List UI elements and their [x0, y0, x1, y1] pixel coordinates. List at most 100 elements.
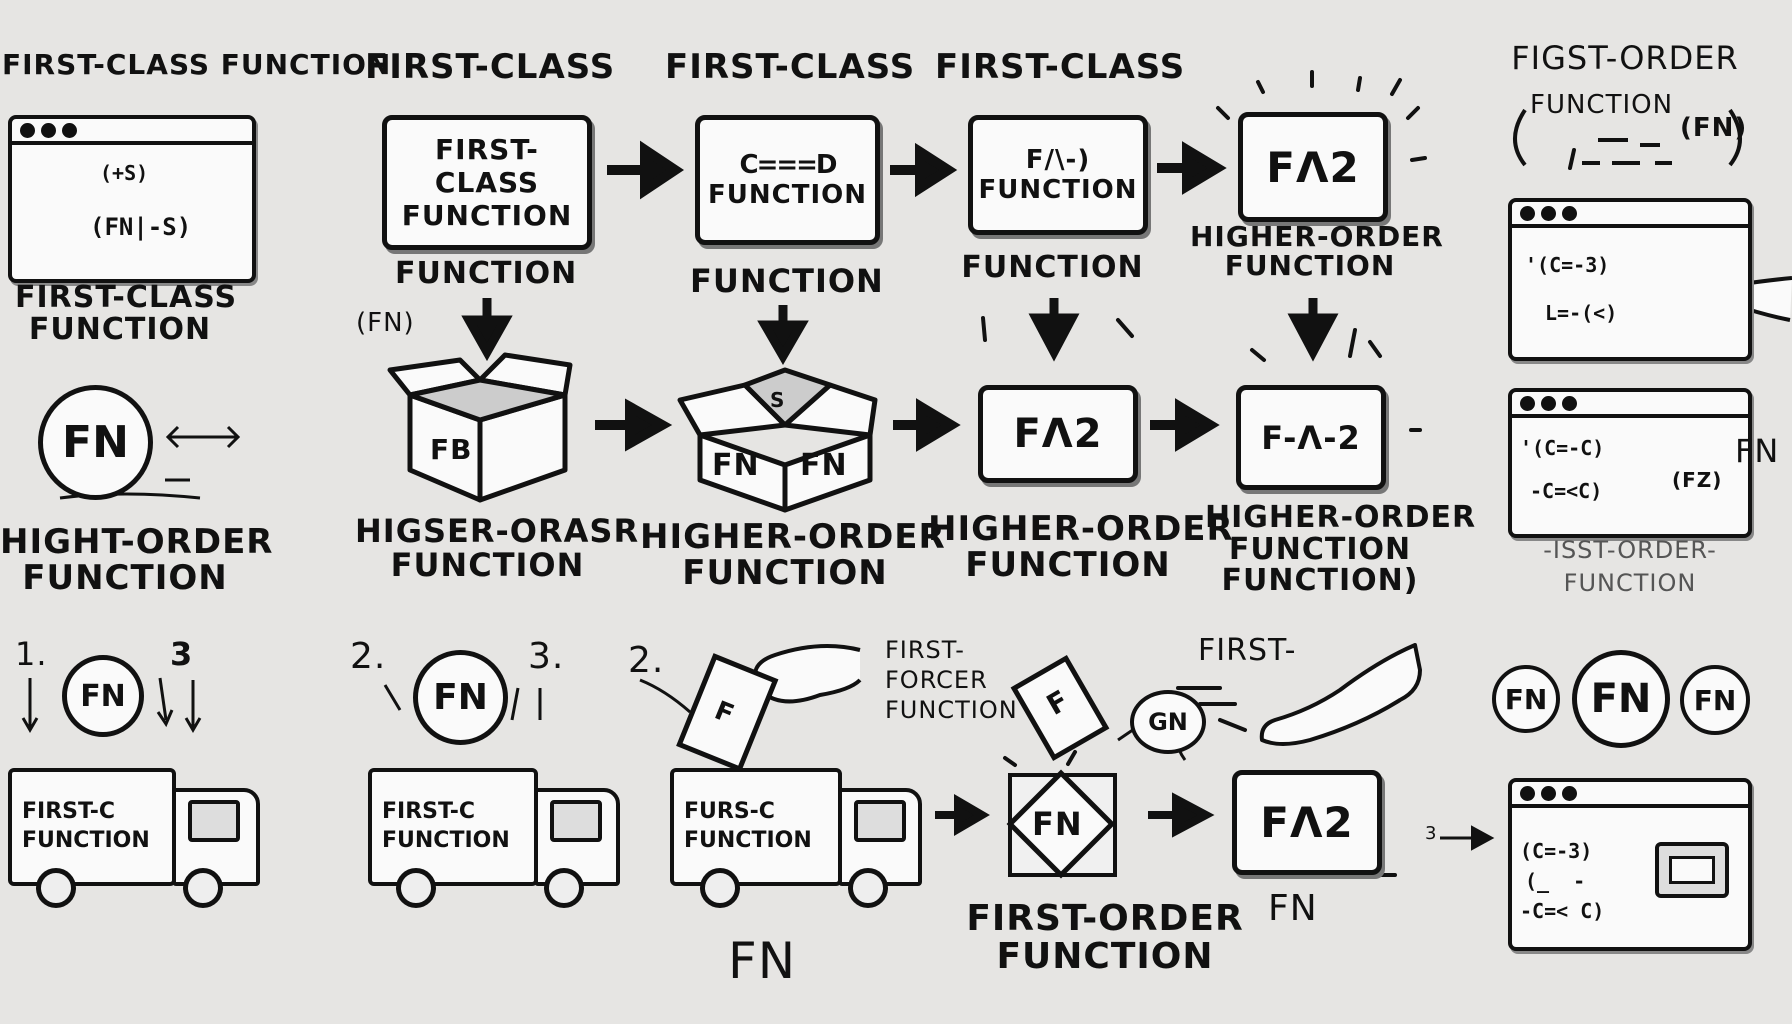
label-higher-order: HIGHT-ORDER FUNCTION: [0, 522, 274, 598]
fn-circle-small: FN: [62, 655, 144, 737]
box-line: FUNCTION: [401, 199, 573, 232]
label-higher-order-2: HIGSER-ORASR FUNCTION: [355, 512, 640, 584]
widget-inner: [1669, 856, 1715, 884]
label-higher-order-5: HIGHER-ORDER FUNCTION: [1190, 220, 1444, 281]
truck-wheel: [183, 868, 223, 908]
function-box-2: F/\-) FUNCTION: [968, 115, 1148, 235]
screen-widget-icon: [1655, 842, 1729, 898]
fn-circle: FN: [38, 385, 153, 500]
code-window-3: [1508, 388, 1752, 538]
fn-circle-row-2: FN: [1572, 650, 1670, 748]
truck-2: FIRST-C FUNCTION: [368, 768, 623, 913]
truck-label: FUNCTION: [684, 828, 812, 853]
label-line: FIRST-ORDER: [966, 898, 1244, 939]
window-code-line: (C=-3): [1520, 839, 1593, 863]
label-line: FUNCTION: [28, 311, 212, 347]
truck-label: FUNCTION: [382, 828, 510, 853]
window-code-line: (FN|-S): [90, 213, 192, 241]
label-line: HIGHER-ORDER: [928, 509, 1234, 549]
label-line: FIRST-: [885, 636, 965, 664]
f-lambda-2-box: FΛ2: [978, 385, 1138, 483]
label-higher-order-3: HIGHER-ORDER FUNCTION: [640, 517, 946, 593]
first-forcer-label: FIRST- FORCER FUNCTION: [885, 635, 1018, 725]
window-code-line: '(C=-3): [1525, 253, 1610, 277]
first-class-box: FIRST-CLASS FUNCTION: [382, 115, 592, 250]
label-line: HIGHT-ORDER: [0, 522, 274, 562]
truck-cargo: FIRST-C FUNCTION: [8, 768, 176, 886]
col6-title: FIGST-ORDER: [1511, 39, 1739, 77]
box-line: FUNCTION: [978, 175, 1138, 205]
sparkle-marks: [981, 70, 1576, 877]
window-titlebar: [1512, 202, 1748, 228]
truck-window: [188, 800, 240, 842]
window-titlebar: [1512, 392, 1748, 418]
label-line: -ISST-ORDER-: [1543, 536, 1717, 564]
box-label: FB: [430, 433, 473, 466]
box-inside: S: [770, 388, 786, 412]
truck-label: FIRST-C: [22, 799, 116, 825]
label-first-order: FIRST-ORDER FUNCTION: [955, 900, 1255, 976]
diamond-label: FN: [1032, 805, 1083, 843]
label-line: HIGHER-ORDER: [640, 517, 946, 557]
open-box-2: [677, 367, 878, 513]
truck-label: FURS-C: [684, 799, 775, 825]
box-label-right: FN: [800, 448, 848, 483]
box-line: F/\-): [1025, 145, 1091, 175]
label-line: FUNCTION: [22, 557, 228, 598]
fn-bubble: (FN): [1680, 113, 1748, 143]
col1-title: FIRST-CLASS FUNCTION: [2, 48, 392, 81]
arrow-row1: [607, 140, 1227, 200]
col6-subtitle: FUNCTION: [1530, 90, 1674, 120]
label-line: FUNCTION: [965, 544, 1171, 585]
truck-1: FIRST-C FUNCTION: [8, 768, 263, 913]
f-lambda-2-box-top: FΛ2: [1238, 112, 1388, 222]
label-line: FUNCTION: [1563, 569, 1697, 598]
window-titlebar: [12, 119, 252, 145]
function-label: FUNCTION: [690, 262, 884, 300]
first-label: FIRST-: [1198, 633, 1297, 668]
window-titlebar: [1512, 782, 1748, 808]
window-code-line: -C=<C): [1530, 479, 1603, 503]
f-lambda-2-box-bottom: FΛ2: [1232, 770, 1382, 875]
label-line: HIGHER-ORDER: [1190, 220, 1444, 253]
label-higher-order-6: HIGHER-ORDER FUNCTION FUNCTION): [1205, 500, 1477, 598]
card-icon: [676, 653, 779, 773]
scribble: [59, 478, 201, 500]
gn-circle: GN: [1130, 690, 1206, 754]
label-line: FUNCTION: [885, 696, 1018, 724]
truck-wheel: [848, 868, 888, 908]
truck-wheel: [544, 868, 584, 908]
code-window-2: [1508, 198, 1752, 361]
function-label: FUNCTION: [961, 250, 1144, 285]
label-line: FUNCTION: [390, 545, 585, 584]
truck-wheel: [700, 868, 740, 908]
truck-cargo: FIRST-C FUNCTION: [368, 768, 538, 886]
side-fn: FN: [1735, 432, 1780, 470]
truck-wheel: [36, 868, 76, 908]
arrow-prefix: 3: [1425, 823, 1438, 844]
function-label: FUNCTION: [395, 256, 578, 291]
label-line: HIGHER-ORDER: [1205, 500, 1477, 535]
open-box-1: [387, 352, 573, 503]
bracket-marks: [1513, 108, 1742, 167]
step-number: 1.: [15, 635, 48, 673]
col3-header: FIRST-CLASS: [665, 47, 916, 87]
step-number: 2.: [628, 640, 665, 681]
diamond-box: [1006, 769, 1117, 879]
truck-cargo: FURS-C FUNCTION: [670, 768, 842, 886]
label-line: HIGSER-ORASR: [355, 512, 640, 550]
bottom-fn: FN: [728, 932, 797, 990]
step-number: 3.: [528, 636, 565, 677]
box-line: FUNCTION: [708, 180, 867, 210]
bottom-fn-2: FN: [1268, 888, 1318, 929]
box-label-left: FN: [712, 448, 760, 483]
fn-circle-2: FN: [413, 650, 508, 745]
arrow-row2: [595, 398, 1220, 452]
hand-icon: [753, 232, 1792, 746]
label-line: FUNCTION): [1221, 563, 1419, 598]
fn-circle-row-3: FN: [1680, 665, 1750, 735]
arrow-row4: [935, 792, 1495, 851]
box-line: C===D: [739, 150, 837, 180]
label-line: FUNCTION: [682, 552, 888, 593]
